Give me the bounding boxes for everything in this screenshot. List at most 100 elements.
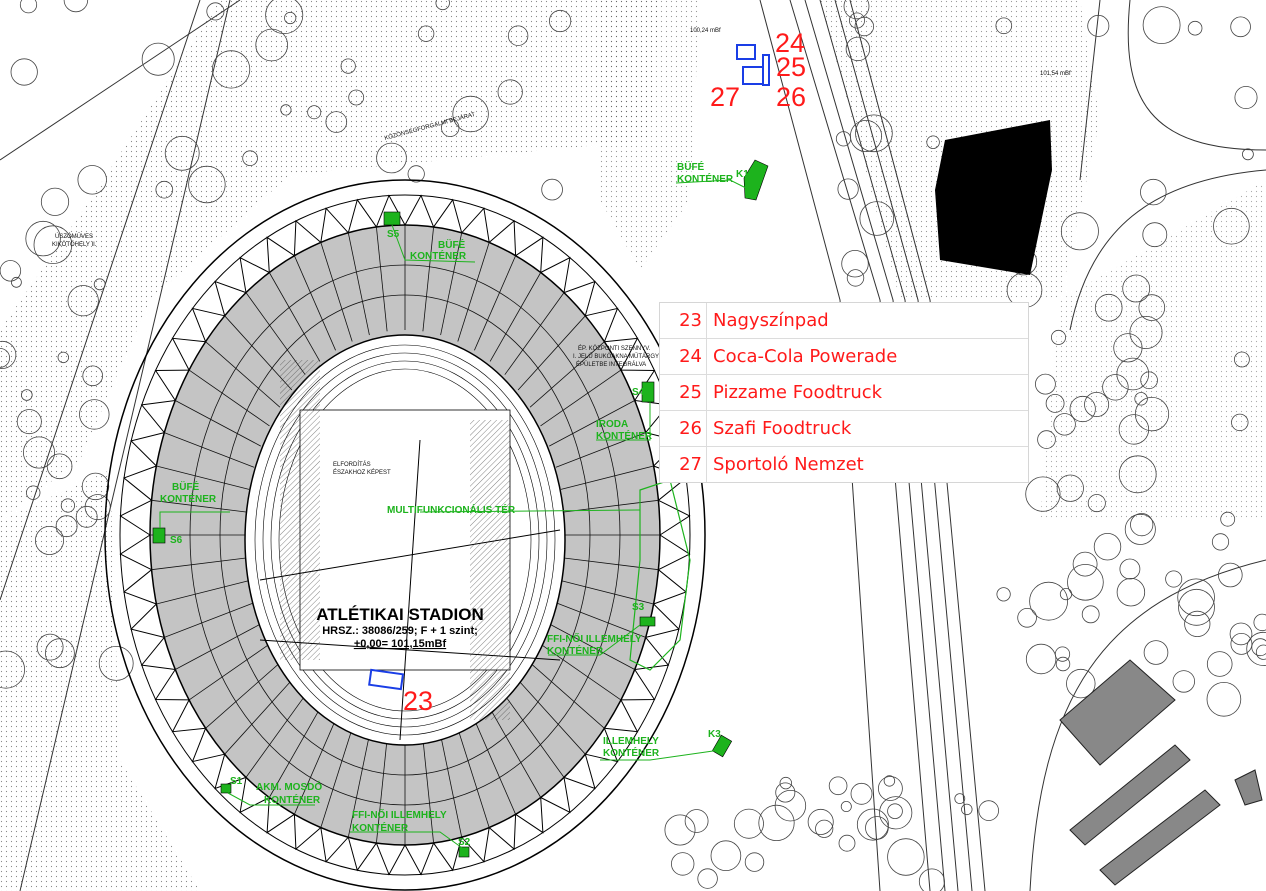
rotation-label-2: ÉSZAKHOZ KÉPEST xyxy=(333,469,391,476)
marker-24: 24 xyxy=(775,28,805,58)
stand-radial xyxy=(549,623,635,670)
tree xyxy=(57,351,70,364)
legend-number: 27 xyxy=(660,447,707,482)
label-s6-1: BÜFÉ xyxy=(172,480,200,493)
tree xyxy=(0,650,25,689)
tree xyxy=(1037,430,1056,449)
tree xyxy=(845,36,871,62)
stand-radial xyxy=(151,499,247,513)
tree xyxy=(926,135,940,149)
tree xyxy=(1118,414,1150,445)
tree xyxy=(859,201,895,236)
truss-segment xyxy=(433,198,463,233)
tree xyxy=(1142,222,1168,248)
tree xyxy=(77,165,107,195)
stand-radial xyxy=(504,292,565,375)
truss-segment xyxy=(563,280,596,316)
truss-segment xyxy=(461,207,490,243)
truss-segment xyxy=(171,337,206,371)
truss-segment xyxy=(658,534,691,571)
tree xyxy=(1102,374,1129,401)
tree xyxy=(838,834,856,852)
tree xyxy=(883,775,896,787)
tree xyxy=(1087,494,1106,513)
label-k3-2: KONTÉNER xyxy=(603,746,660,759)
tree xyxy=(46,453,73,480)
truss-segment xyxy=(119,499,152,536)
tree xyxy=(1134,392,1148,406)
tree xyxy=(1029,581,1068,621)
stand-radial xyxy=(504,695,565,778)
tree xyxy=(1025,643,1057,675)
stand-radial xyxy=(376,738,388,844)
tree xyxy=(340,58,356,74)
stand-radial xyxy=(560,580,654,605)
tree xyxy=(1067,563,1104,601)
truss-segment xyxy=(540,256,571,293)
tree xyxy=(849,12,866,29)
label-s1-1: AKM. MOSDÓ xyxy=(256,780,322,793)
stand-radial xyxy=(175,400,261,447)
stand-radial xyxy=(489,272,542,362)
tree xyxy=(417,25,435,42)
truss-segment xyxy=(320,827,349,863)
truss-segment xyxy=(154,669,190,701)
tree xyxy=(1119,558,1141,580)
tree xyxy=(1251,638,1266,657)
truss-segment xyxy=(347,198,377,233)
label-k3-code: K3 xyxy=(708,729,721,740)
truss-segment xyxy=(123,465,157,501)
stand-radial xyxy=(540,369,622,427)
tree xyxy=(1220,511,1236,527)
containers xyxy=(152,159,769,858)
label-s4-1: IRODA xyxy=(596,419,628,430)
stand-radial xyxy=(529,341,605,408)
tree xyxy=(79,399,110,430)
tree xyxy=(1017,607,1037,628)
buildings-gray xyxy=(1059,659,1263,886)
tree xyxy=(1113,333,1143,363)
tree xyxy=(541,178,563,201)
tree xyxy=(978,800,999,821)
container-leaders xyxy=(159,179,751,851)
tree xyxy=(1230,16,1251,38)
tree xyxy=(81,472,110,501)
tree xyxy=(1255,644,1266,660)
tree xyxy=(1066,668,1096,699)
stand-radial xyxy=(440,232,463,336)
marker-25: 25 xyxy=(776,52,806,82)
tree xyxy=(20,389,33,401)
tree xyxy=(664,814,696,846)
legend-number: 23 xyxy=(660,303,707,338)
legend-name: Nagyszínpad xyxy=(713,310,829,331)
truss-segment xyxy=(320,207,349,243)
truss-segment xyxy=(585,307,619,342)
stand-radial xyxy=(422,738,434,844)
tree xyxy=(1246,631,1266,666)
truss-segment xyxy=(375,842,406,876)
stand-radial xyxy=(563,557,659,571)
tree xyxy=(850,782,873,805)
tree xyxy=(1206,681,1242,717)
tree xyxy=(75,505,98,528)
stand-radial xyxy=(440,734,463,838)
stadium-elevation: +0,00= 101,15mBf xyxy=(354,638,447,650)
tree xyxy=(961,803,973,816)
truss-segment xyxy=(130,432,165,467)
tree xyxy=(93,278,106,291)
stadium-title-block: ATLÉTIKAI STADION HRSZ.: 38086/259; F + … xyxy=(316,605,483,650)
label-s4-2: KONTÉNER xyxy=(596,429,653,442)
elevation-label-1: 101,54 mBf xyxy=(1040,71,1071,77)
tree xyxy=(284,11,297,25)
truss-segment xyxy=(214,280,247,316)
tree xyxy=(850,120,883,153)
stand-radial xyxy=(188,369,270,427)
tree xyxy=(164,135,200,171)
stand-radial xyxy=(205,662,281,729)
truss-segment xyxy=(645,603,680,638)
